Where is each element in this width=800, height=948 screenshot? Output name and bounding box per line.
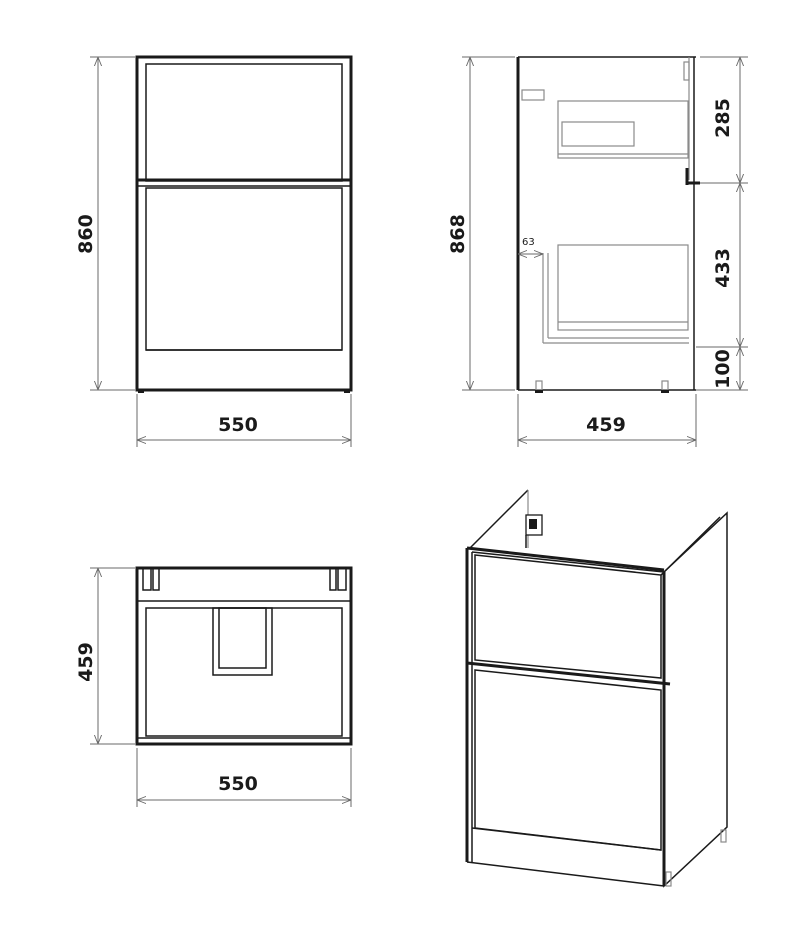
top-depth-dimension: 459	[75, 567, 135, 745]
front-width-label: 550	[218, 414, 258, 436]
side-section-dimensions: 285 433 100	[696, 56, 748, 391]
front-cabinet-outline	[135, 55, 353, 393]
front-width-dimension: 550	[136, 394, 352, 447]
middle-section-label: 433	[712, 248, 734, 288]
side-depth-dimension: 459	[517, 394, 697, 447]
top-width-dimension: 550	[136, 748, 352, 807]
plinth-label: 100	[712, 349, 734, 389]
isometric-view	[465, 489, 728, 888]
top-cabinet-outline	[135, 566, 353, 746]
top-width-label: 550	[218, 773, 258, 795]
side-cabinet-outline	[516, 56, 700, 393]
wall-bracket-icon	[525, 514, 543, 548]
front-view: 860 550	[75, 55, 353, 447]
top-section-label: 285	[712, 98, 734, 138]
front-height-dimension: 860	[75, 56, 135, 391]
inset-dimension: 63	[519, 237, 542, 254]
side-depth-label: 459	[586, 414, 626, 436]
top-depth-label: 459	[75, 642, 97, 682]
side-height-label: 868	[447, 214, 469, 254]
top-view: 459 550	[75, 566, 353, 807]
side-view: 868 285 433 100 63 459	[447, 56, 748, 447]
front-height-label: 860	[75, 214, 97, 254]
inset-label: 63	[522, 237, 535, 248]
side-height-dimension: 868	[447, 56, 515, 391]
